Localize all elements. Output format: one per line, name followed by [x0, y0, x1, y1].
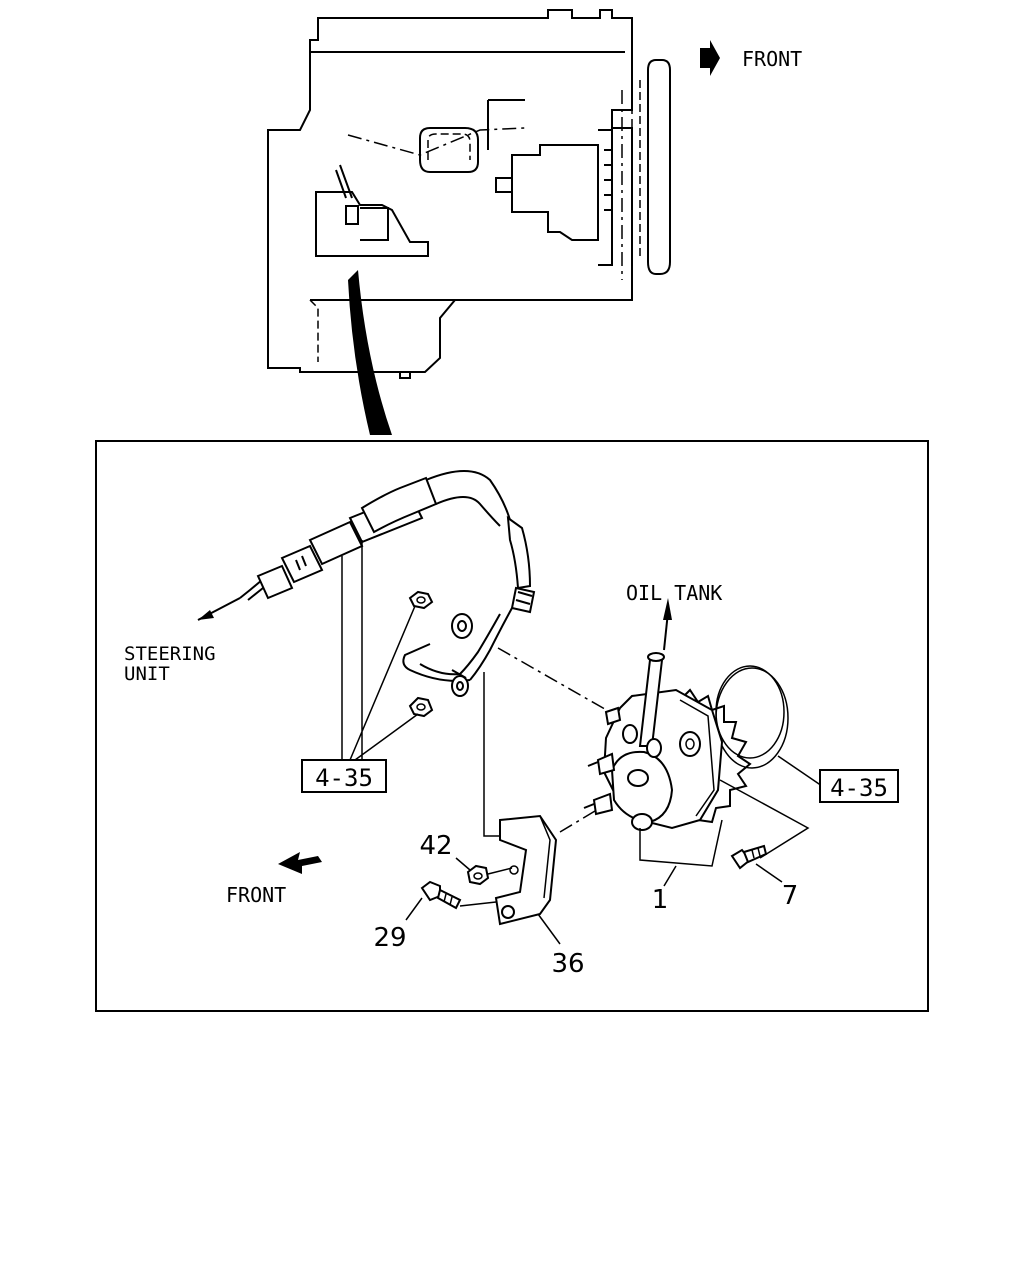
- hose-assembly: [239, 470, 536, 697]
- leader-o-ring: [777, 755, 823, 787]
- callout-pump: 1: [652, 885, 669, 915]
- engine-overview: [267, 9, 671, 379]
- detail-front-label: FRONT: [226, 883, 286, 907]
- ref-box-left: [301, 759, 387, 793]
- nut-42-icon: [466, 864, 490, 886]
- leader-bolt-29: [405, 897, 497, 921]
- leader-bolt-7: [719, 779, 810, 883]
- callout-bolt-29: 29: [373, 923, 406, 953]
- callout-bolt: 7: [782, 881, 799, 911]
- detail-frame: [95, 440, 929, 1012]
- bracket-icon: [494, 814, 558, 926]
- leader-nut-42: [455, 857, 513, 875]
- ref-box-right: [819, 769, 899, 803]
- leader-pump-1: [663, 865, 677, 887]
- bolt-29-icon: [420, 880, 462, 910]
- leader-bracket-36: [537, 913, 561, 945]
- ref-box-left-text: 4-35: [315, 764, 373, 792]
- detail-front-arrow-icon: [278, 852, 322, 874]
- front-arrow-icon: [700, 40, 720, 76]
- callout-nut: 42: [419, 831, 452, 861]
- nut-lower-icon: [408, 696, 434, 718]
- leader-lines-left: [341, 540, 419, 761]
- alignment-line-1: [497, 647, 611, 713]
- steering-label-line2: UNIT: [124, 663, 170, 685]
- callout-bracket: 36: [551, 949, 584, 979]
- nut-upper-icon: [408, 590, 434, 610]
- power-steering-pump: [583, 652, 789, 867]
- leader-bracket-pipe: [483, 672, 500, 837]
- steering-label-line1: STEERING: [124, 643, 216, 665]
- bolt-icon: [730, 844, 768, 870]
- o-ring-icon: [715, 667, 789, 769]
- alignment-line-2: [559, 807, 601, 833]
- overview-front-label: FRONT: [742, 47, 802, 71]
- oil-tank-label: OIL TANK: [626, 581, 722, 605]
- ref-box-right-text: 4-35: [830, 774, 888, 802]
- zoom-leader: [348, 270, 392, 435]
